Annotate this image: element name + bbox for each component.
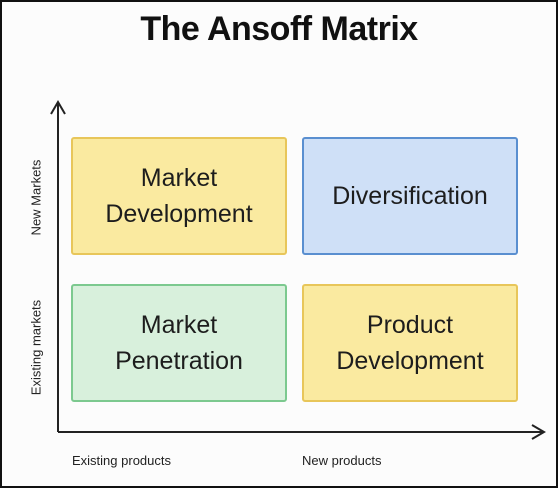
x-axis-label-existing-products: Existing products (72, 453, 171, 468)
quadrant-label: Market Penetration (115, 311, 243, 375)
x-axis-arrowhead (531, 424, 546, 440)
quadrant-market-penetration: Market Penetration (71, 284, 287, 402)
y-axis-arrowhead (50, 100, 66, 115)
quadrant-diversification: Diversification (302, 137, 518, 255)
quadrant-label: Market Development (105, 164, 253, 228)
quadrant-label: Diversification (332, 182, 488, 210)
y-axis-label-existing-markets: Existing markets (28, 299, 44, 396)
x-axis-label-new-products: New products (302, 453, 382, 468)
diagram-title: The Ansoff Matrix (140, 10, 418, 48)
quadrant-label: Product Development (336, 311, 484, 375)
quadrant-market-development: Market Development (71, 137, 287, 255)
quadrant-product-development: Product Development (302, 284, 518, 402)
y-axis-label-new-markets: New Markets (28, 159, 44, 236)
